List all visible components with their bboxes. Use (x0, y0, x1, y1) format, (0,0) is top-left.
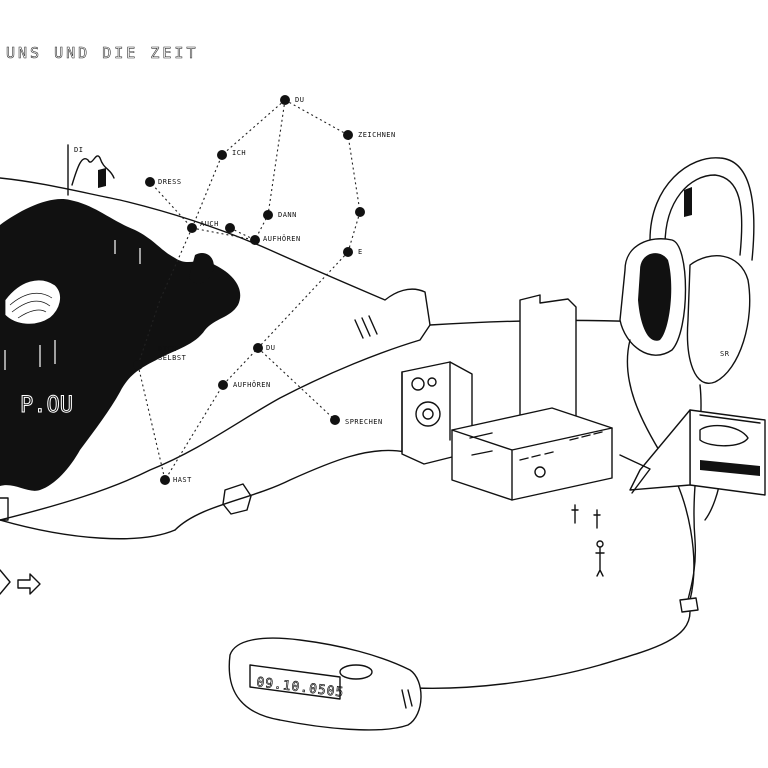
constellation-node (187, 223, 197, 233)
headphone-brand: SR (720, 350, 730, 358)
constellation-node (343, 130, 353, 140)
constellation-node (280, 95, 290, 105)
amplifier (451, 407, 613, 501)
constellation-label: ZEICHNEN (358, 131, 396, 139)
constellation-node (355, 207, 365, 217)
constellation-label: AUCH (200, 220, 219, 228)
landscape (0, 177, 641, 540)
handheld-device: 09.10.0505 (228, 637, 422, 731)
constellation-node (145, 177, 155, 187)
constellation-label: ICH (232, 149, 246, 157)
flag: DI (67, 144, 115, 196)
map-blob: P.OU (0, 199, 241, 491)
left-items (0, 497, 41, 595)
constellation-node (330, 415, 340, 425)
constellation-node (225, 223, 235, 233)
tall-block (519, 294, 577, 426)
map-text: P.OU (20, 393, 73, 418)
tiny-figures (571, 504, 605, 577)
constellation-node (133, 360, 143, 370)
drawing-title: UNS UND DIE ZEIT (6, 44, 199, 62)
constellation-node (263, 210, 273, 220)
constellation-label: DANN (278, 211, 297, 219)
constellation-label: SPRECHEN (345, 418, 383, 426)
constellation-node (160, 475, 170, 485)
headphones: SR (619, 157, 755, 384)
flag-label: DI (74, 146, 83, 154)
constellation-label: DU (295, 96, 304, 104)
constellation-label: AUFHÖREN (263, 234, 301, 243)
constellation-label: DU (266, 344, 275, 352)
constellation-node (343, 247, 353, 257)
constellation-node (253, 343, 263, 353)
constellation-node (217, 150, 227, 160)
constellation-label: SELBST (158, 354, 187, 362)
constellation-label: E (358, 248, 363, 256)
constellation-label: AUFHÖREN (233, 380, 271, 389)
constellation-label: DRESS (158, 178, 182, 186)
constellation-node (218, 380, 228, 390)
constellation-node (250, 235, 260, 245)
constellation-nodes: DUZEICHNENICHDRESSAUCHDANNAUFHÖRENEDICHS… (133, 95, 396, 485)
constellation-label: DICH (158, 345, 177, 353)
laptop (619, 409, 766, 496)
constellation-label: HAST (173, 476, 192, 484)
